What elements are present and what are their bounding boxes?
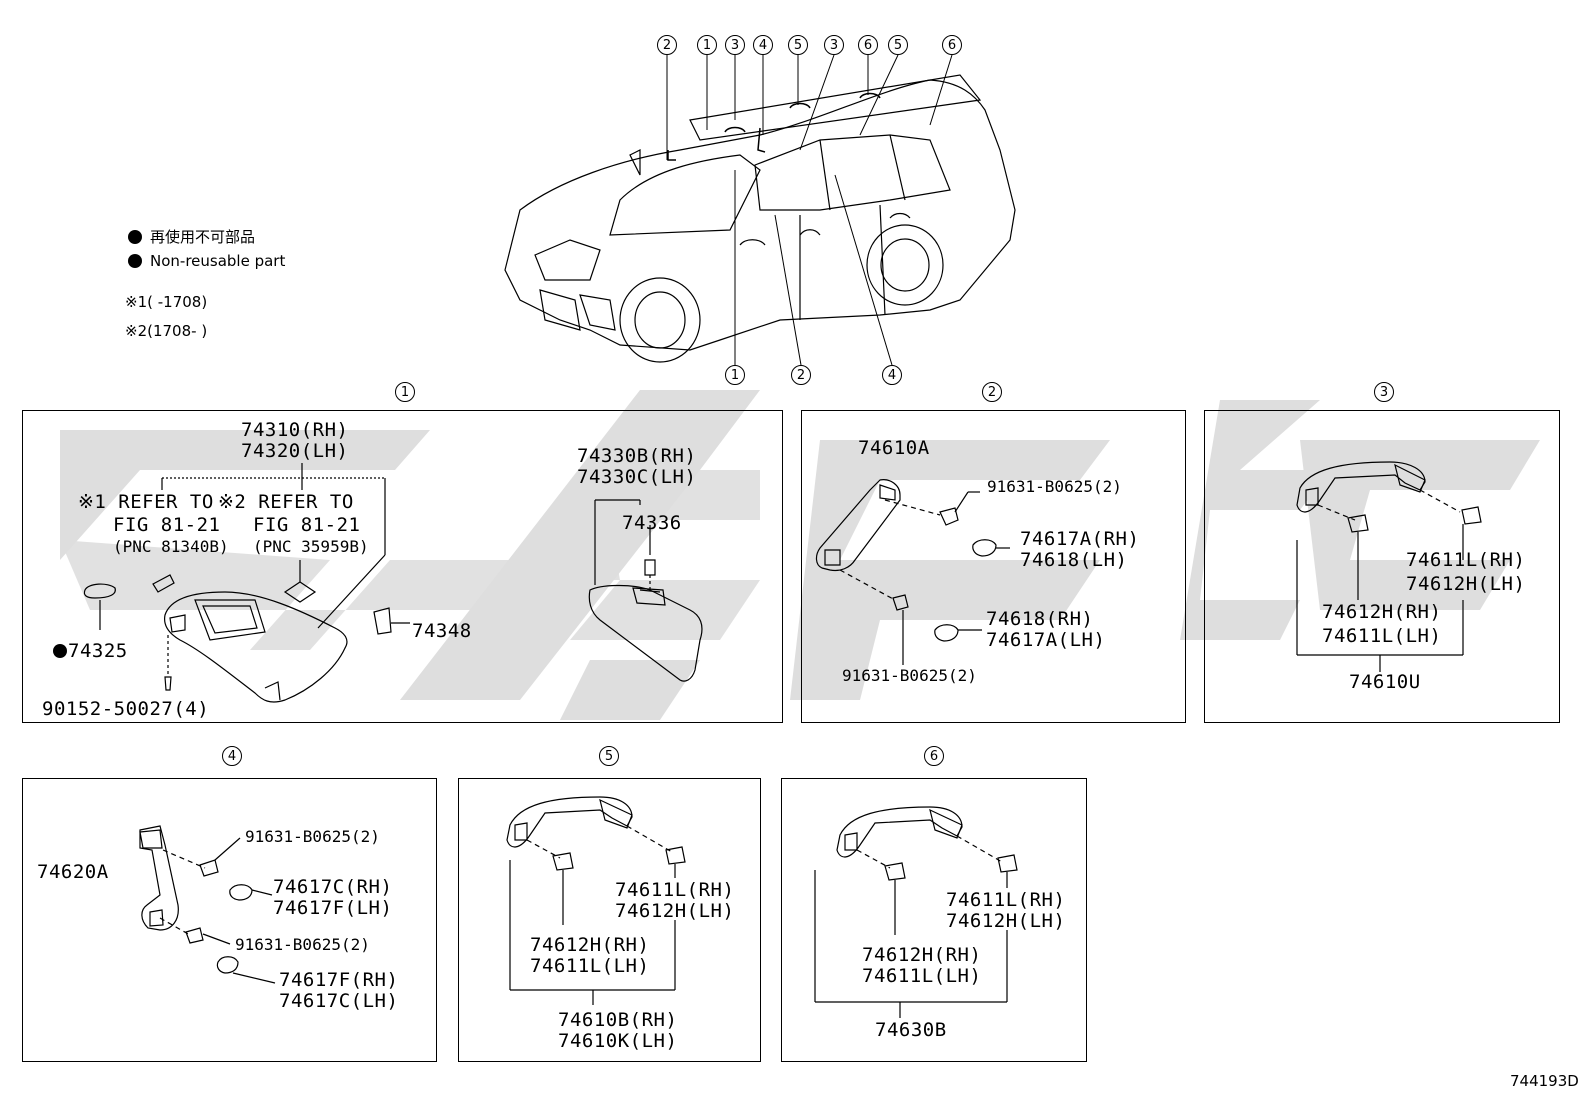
section-number-6: 6 [924,746,944,766]
part-number: 74336 [622,512,682,534]
part-number: 74617C(RH) [273,876,393,898]
panel-4 [22,778,437,1062]
part-number: 74611L(RH) [1406,549,1526,571]
part-number: 74617F(LH) [273,897,393,919]
part-number: 74611L(LH) [530,955,650,977]
callout-circle: 6 [858,35,878,55]
part-number: 74617A(RH) [1020,528,1140,550]
legend-note-2: ※2(1708- ) [125,322,208,340]
panel-5 [458,778,761,1062]
section-number-3: 3 [1374,382,1394,402]
part-number: 74610U [1349,671,1421,693]
reference-note: ※1 REFER TO [78,491,214,513]
callout-circle: 2 [791,365,811,385]
vehicle-illustration [504,74,1016,363]
callout-circle: 5 [788,35,808,55]
part-number: 74612H(LH) [615,900,735,922]
panel-2 [801,410,1186,723]
part-number: 74611L(LH) [862,965,982,987]
reference-note: FIG 81-21 [113,514,221,536]
section-number-5: 5 [599,746,619,766]
car-part-marks [667,92,881,161]
part-number: 74617F(RH) [279,969,399,991]
part-number: 74612H(LH) [946,910,1066,932]
part-number: 74325 [68,640,128,662]
callout-circle: 1 [725,365,745,385]
part-number: 74612H(LH) [1406,573,1526,595]
callout-circle: 4 [753,35,773,55]
part-number: 74320(LH) [241,440,349,462]
callout-circle: 6 [942,35,962,55]
part-number: 91631-B0625(2) [235,935,370,954]
section-number-2: 2 [982,382,1002,402]
reference-note: FIG 81-21 [253,514,361,536]
part-number: 74617C(LH) [279,990,399,1012]
part-number: 74610A [858,437,930,459]
bullet-icon [128,230,142,244]
section-number-1: 1 [395,382,415,402]
part-number: 74610B(RH) [558,1009,678,1031]
callout-circle: 1 [697,35,717,55]
callout-circle: 3 [725,35,745,55]
watermark-logo [60,390,1540,720]
panel1-artwork [83,463,703,703]
panel3-artwork [1296,461,1482,672]
reference-note: (PNC 81340B) [113,537,229,556]
part-number: 74620A [37,861,109,883]
part-number: 74630B [875,1019,947,1041]
callout-circle: 2 [657,35,677,55]
part-number: 74612H(RH) [530,934,650,956]
part-number: 74310(RH) [241,419,349,441]
panel5-artwork [506,796,686,1005]
panel2-artwork [815,479,1010,665]
legend-jp: 再使用不可部品 [128,226,255,247]
part-number: 74611L(RH) [615,879,735,901]
part-number: 91631-B0625(2) [245,827,380,846]
callout-circle: 4 [882,365,902,385]
bullet-icon [128,254,142,268]
section-number-4: 4 [222,746,242,766]
panel-3 [1204,410,1560,723]
part-number: 74618(RH) [986,608,1094,630]
part-number: 91631-B0625(2) [987,477,1122,496]
panel4-artwork [139,825,276,984]
legend-en: Non-reusable part [128,252,285,270]
part-number: 74610K(LH) [558,1030,678,1052]
part-number: 74618(LH) [1020,549,1128,571]
part-number: 74330C(LH) [577,466,697,488]
callout-circle: 5 [888,35,908,55]
car-callout-leaders [666,54,953,366]
part-number: 74348 [412,620,472,642]
legend-note-1: ※1( -1708) [125,293,208,311]
panel6-artwork [814,806,1018,1018]
reference-note: ※2 REFER TO [218,491,354,513]
part-number: 74611L(LH) [1322,625,1442,647]
figure-id: 744193D [1510,1072,1579,1090]
part-number: 74612H(RH) [1322,601,1442,623]
panel-1 [22,410,783,723]
part-number: 74612H(RH) [862,944,982,966]
callout-circle: 3 [824,35,844,55]
part-number: 91631-B0625(2) [842,666,977,685]
panel-6 [781,778,1087,1062]
panel1-fill [53,644,67,658]
part-number: 74611L(RH) [946,889,1066,911]
part-number: 90152-50027(4) [42,698,210,720]
reference-note: (PNC 35959B) [253,537,369,556]
part-number: 74330B(RH) [577,445,697,467]
part-number: 74617A(LH) [986,629,1106,651]
